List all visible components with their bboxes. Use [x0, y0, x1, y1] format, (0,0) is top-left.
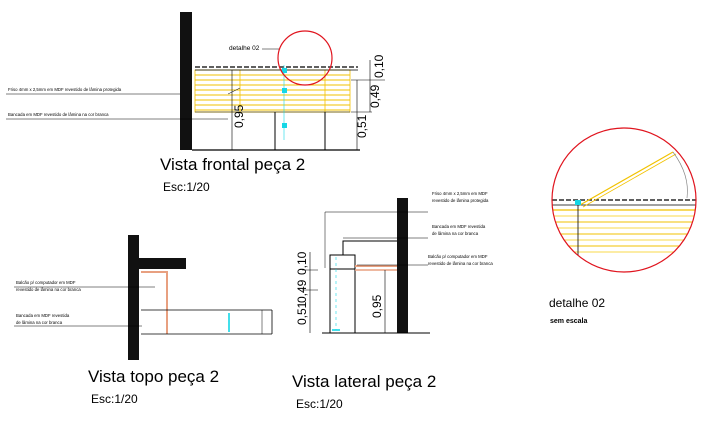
detail-friso-line — [579, 151, 674, 206]
lateral-note-balcao-2: revestido de lâmina na cor branca — [428, 261, 493, 266]
lateral-dim-010: 0,10 — [295, 251, 309, 275]
detail-title: detalhe 02 — [549, 296, 605, 310]
frontal-scale: Esc:1/20 — [163, 180, 210, 194]
frontal-wall — [180, 12, 192, 150]
frontal-view: detalhe 02 Friso 4mm x 2,5mm em MDF reve… — [6, 12, 386, 194]
frontal-dim-051: 0,51 — [355, 114, 369, 138]
lateral-note-balcao-1: Balcão p/ computador em MDF — [428, 254, 488, 259]
topo-note-bancada-2: de lâmina na cor branca — [16, 320, 63, 325]
detail-callout-circle — [277, 30, 333, 86]
lateral-note-bancada-2: de lâmina na cor branca — [432, 231, 479, 236]
lateral-dim-051: 0,51 — [295, 301, 309, 325]
frontal-counter-hatch — [194, 69, 351, 113]
frontal-marker — [282, 123, 287, 128]
topo-view: Balcão p/ computador em MDF revestido de… — [14, 235, 273, 406]
detail-callout-label: detalhe 02 — [229, 45, 260, 52]
topo-note-bancada-1: Bancada em MDF revestida — [16, 313, 70, 318]
detail-circle — [551, 127, 697, 273]
lateral-wall — [397, 198, 408, 333]
lateral-note-friso-1: Friso 4mm x 2,5mm em MDF — [432, 191, 488, 196]
topo-wall-horizontal — [128, 258, 186, 269]
frontal-marker — [282, 68, 287, 73]
frontal-dim-010: 0,10 — [372, 54, 386, 78]
topo-title: Vista topo peça 2 — [88, 367, 219, 386]
lateral-note-friso-2: revestido de lâmina protegida — [432, 198, 489, 203]
lateral-scale: Esc:1/20 — [296, 397, 343, 411]
detail-view: detalhe 02 sem escala — [549, 127, 697, 325]
detail-subtitle: sem escala — [550, 318, 587, 325]
lateral-upper-block — [329, 254, 356, 270]
topo-note-balcao-1: Balcão p/ computador em MDF — [16, 280, 76, 285]
topo-wall-vertical — [128, 235, 139, 360]
topo-counter-outline — [141, 271, 168, 334]
lateral-note-bancada-1: Bancada em MDF revestida — [432, 224, 486, 229]
frontal-title: Vista frontal peça 2 — [160, 155, 305, 174]
topo-note-balcao-2: revestido de lâmina na cor branca — [16, 287, 81, 292]
lateral-bench-top — [342, 240, 397, 255]
frontal-note-bancada: Bancada em MDF revestido de lâmina na co… — [8, 112, 109, 117]
lateral-view: Friso 4mm x 2,5mm em MDF revestido de lâ… — [292, 191, 493, 411]
lateral-cabinet — [329, 268, 356, 334]
lateral-title: Vista lateral peça 2 — [292, 372, 436, 391]
lateral-dim-095: 0,95 — [370, 294, 384, 318]
frontal-dim-095: 0,95 — [232, 104, 246, 128]
frontal-note-friso: Friso 4mm x 2,5mm em MDF revestido de lâ… — [8, 87, 122, 92]
lateral-dim-049: 0,49 — [295, 279, 309, 303]
detail-marker — [575, 200, 581, 205]
frontal-marker — [282, 88, 287, 93]
topo-scale: Esc:1/20 — [91, 392, 138, 406]
frontal-dim-049: 0,49 — [368, 84, 382, 108]
